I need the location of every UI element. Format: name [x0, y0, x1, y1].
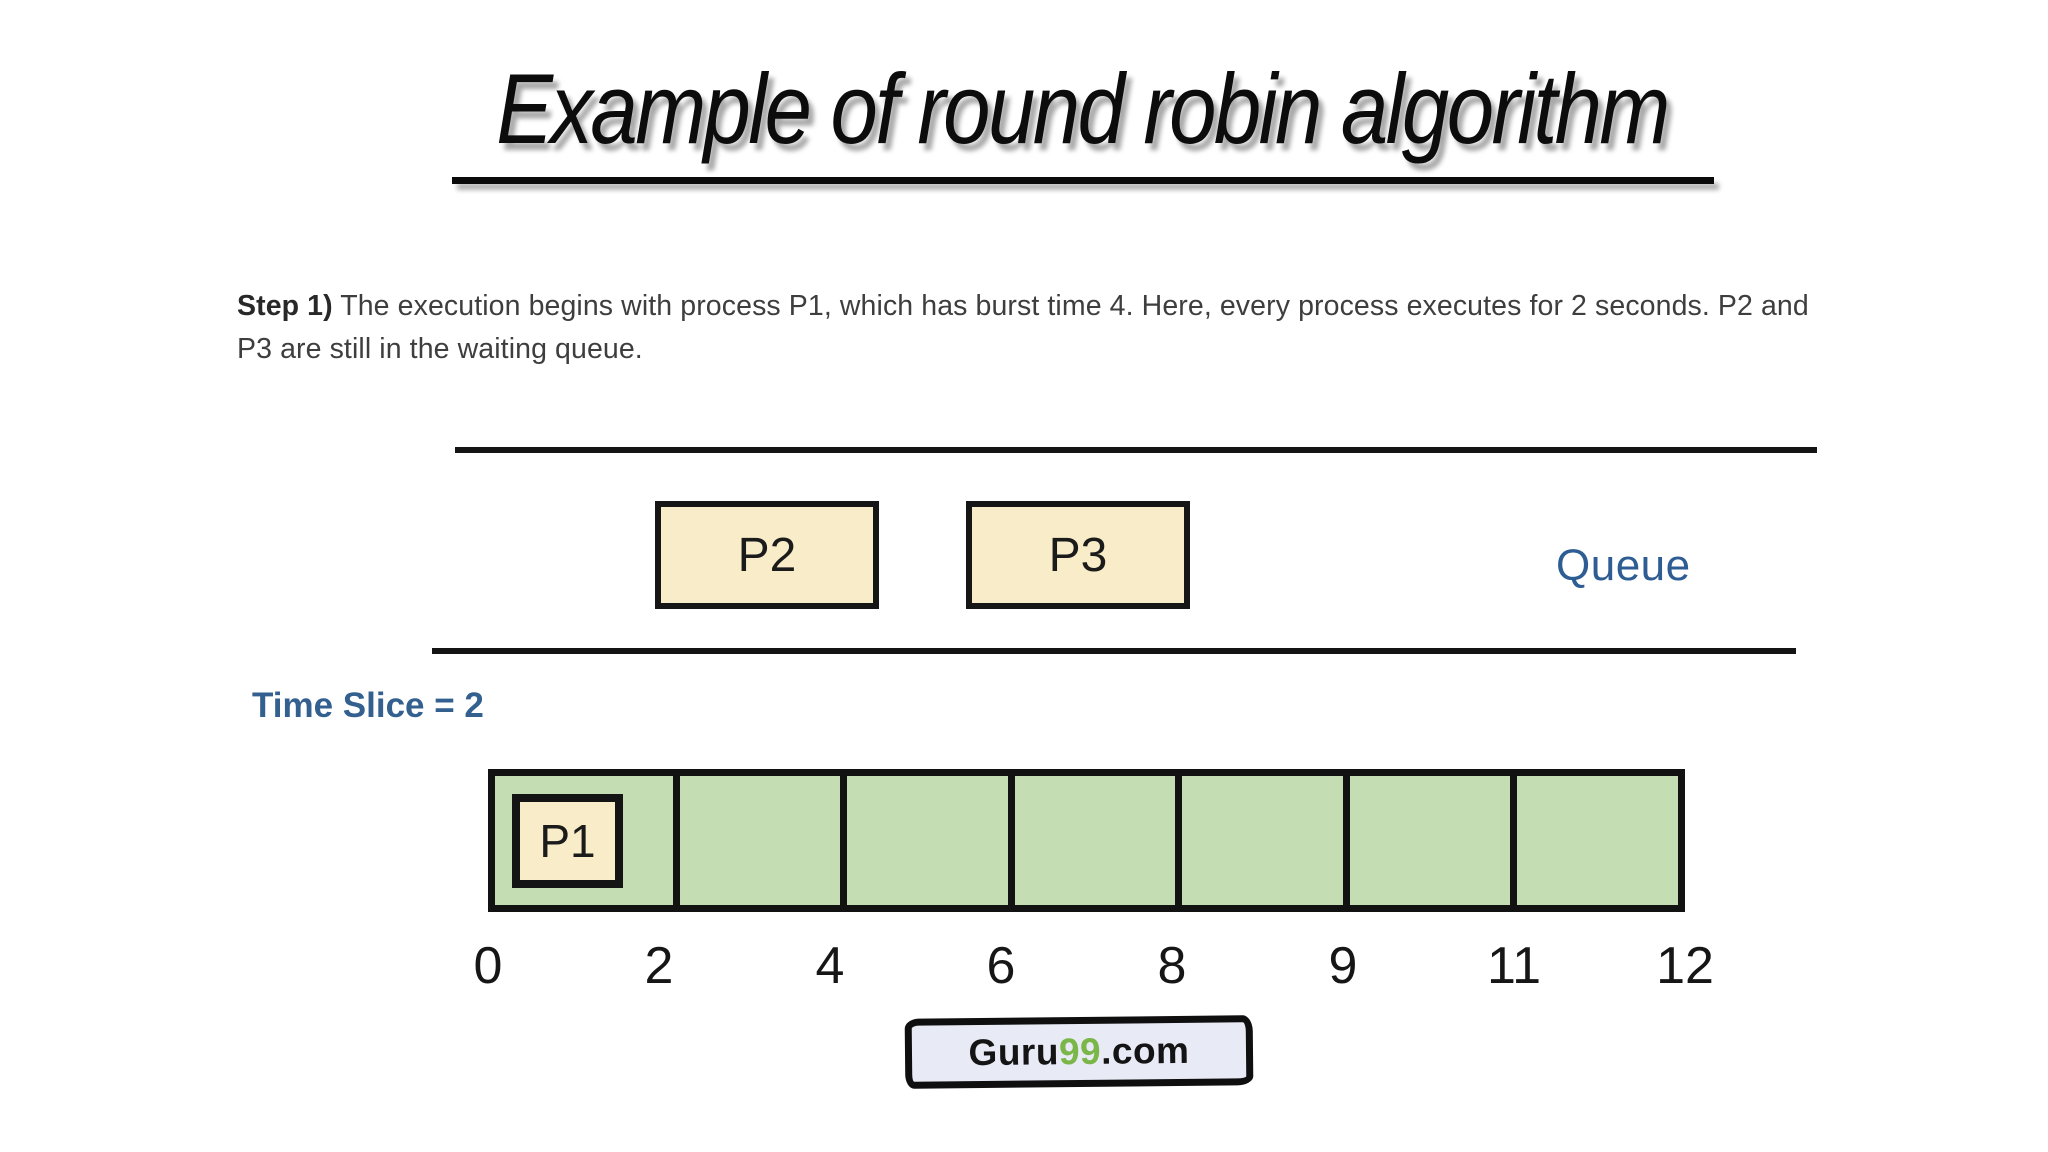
- logo-text-99: 99: [1058, 1030, 1102, 1073]
- axis-tick-label: 9: [1328, 937, 1358, 995]
- queue-top-line: [455, 447, 1817, 453]
- timeline-axis: 0 2 4 6 8 9 11 12: [474, 936, 1714, 998]
- time-slice-label: Time Slice = 2: [252, 686, 484, 725]
- axis-tick-label: 4: [815, 937, 845, 995]
- axis-tick-label: 0: [473, 937, 503, 995]
- axis-tick-label: 12: [1656, 937, 1714, 995]
- axis-tick-label: 2: [644, 937, 674, 995]
- page-title-text: Example of round robin algorithm: [496, 53, 1670, 164]
- queue-bottom-line: [432, 648, 1796, 654]
- gantt-timeline: P1: [488, 769, 1685, 912]
- queue-item-p3: P3: [966, 501, 1190, 609]
- timeline-cell-8-9: [1182, 776, 1350, 905]
- step-description: Step 1) The execution begins with proces…: [237, 285, 1817, 372]
- page-title: Example of round robin algorithm: [401, 52, 1763, 166]
- axis-tick-label: 8: [1157, 937, 1187, 995]
- timeline-cell-2-4: [680, 776, 848, 905]
- timeline-cell-6-8: [1015, 776, 1183, 905]
- timeline-cell-4-6: [847, 776, 1015, 905]
- queue-item-label: P2: [737, 528, 797, 582]
- logo-text-guru: Guru: [968, 1031, 1060, 1074]
- timeline-cell-0-2: P1: [495, 776, 680, 905]
- title-underline: [452, 177, 1714, 184]
- queue-label: Queue: [1556, 541, 1691, 590]
- step-label: Step 1): [237, 289, 333, 322]
- step-text: The execution begins with process P1, wh…: [237, 289, 1809, 365]
- queue-item-p2: P2: [655, 501, 879, 609]
- axis-tick-label: 11: [1487, 937, 1541, 995]
- axis-tick-label: 6: [986, 937, 1016, 995]
- running-process-label: P1: [539, 814, 596, 867]
- timeline-cell-11-12: [1517, 776, 1678, 905]
- timeline-cell-9-11: [1350, 776, 1518, 905]
- queue-item-label: P3: [1048, 528, 1108, 582]
- logo-text-com: .com: [1100, 1029, 1190, 1072]
- running-process-box: P1: [512, 793, 623, 888]
